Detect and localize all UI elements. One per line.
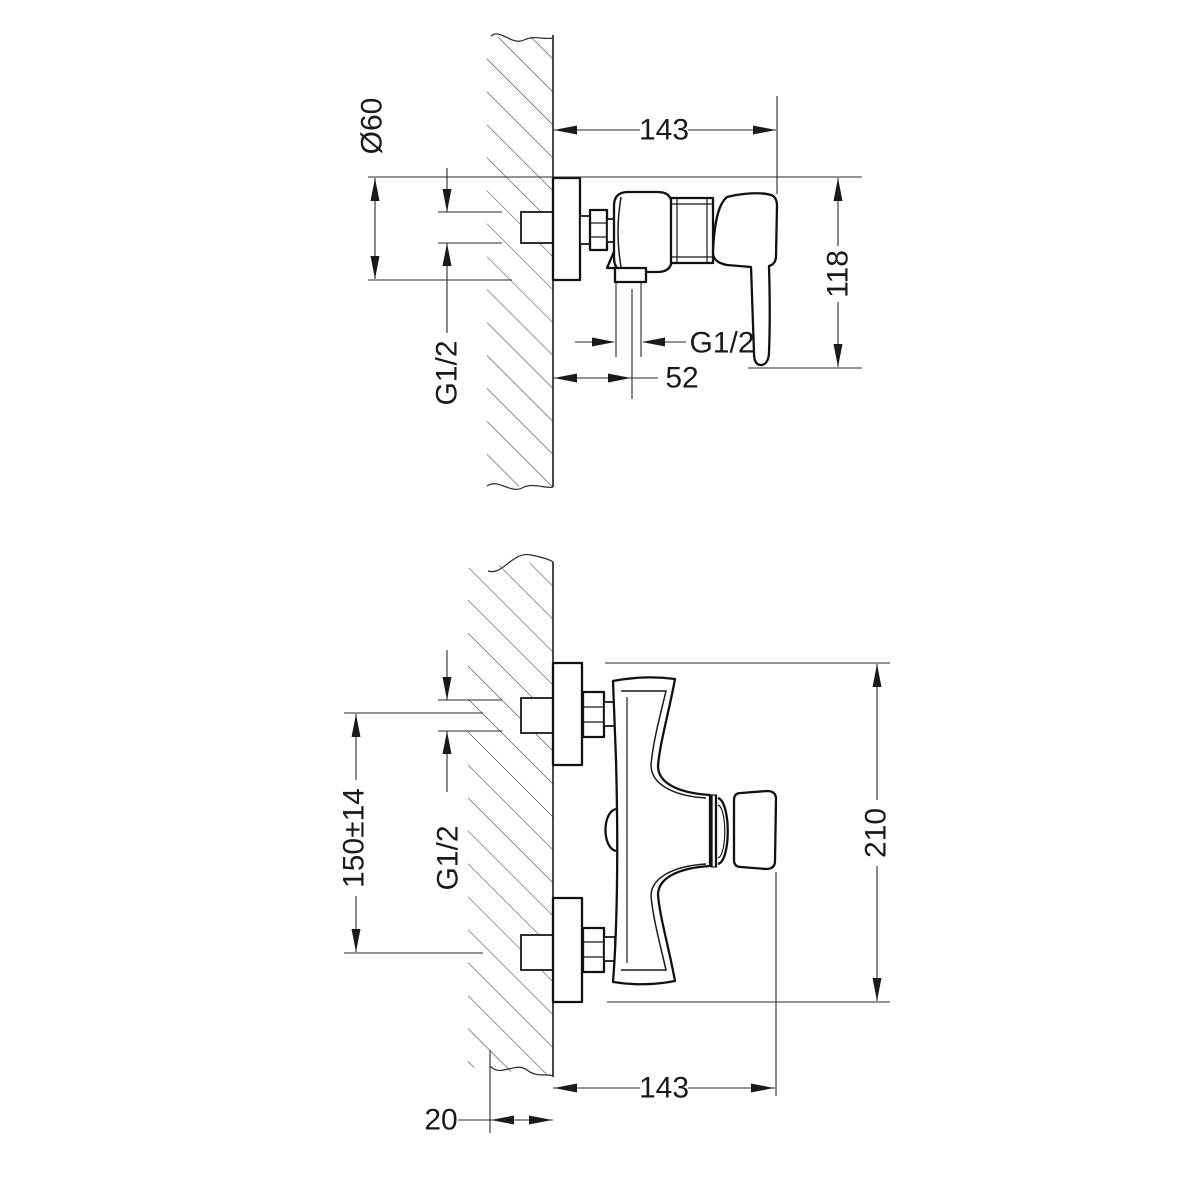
label-overall-height: 210 bbox=[860, 808, 893, 858]
union-nut-bottom bbox=[581, 926, 606, 974]
dim-inlet-thread: G1/2 bbox=[432, 650, 465, 891]
lever-handle bbox=[711, 192, 779, 367]
body-inner-lower bbox=[621, 863, 707, 971]
wall-break-top bbox=[490, 33, 554, 42]
escutcheon-flange-bottom bbox=[551, 896, 584, 1004]
body-face-line bbox=[617, 196, 622, 268]
body-inner-upper bbox=[621, 690, 707, 799]
dim-outlet-offset: 52 bbox=[553, 289, 699, 399]
escutcheon-flange-top bbox=[551, 661, 584, 767]
label-projection: 143 bbox=[639, 114, 689, 147]
label-outlet-thread: G1/2 bbox=[689, 327, 754, 360]
wall-section-front bbox=[468, 554, 554, 1077]
dim-escutcheon-diameter: Ø60 bbox=[356, 98, 389, 279]
label-inlet-spacing: 150±14 bbox=[338, 788, 371, 888]
label-body-height: 118 bbox=[822, 250, 855, 298]
dim-wall-thickness: 20 bbox=[424, 1050, 553, 1137]
side-view: Ø60 G1/2 143 bbox=[356, 33, 862, 490]
escutcheon-flange bbox=[551, 176, 582, 282]
label-projection-front: 143 bbox=[639, 1072, 689, 1105]
dim-overall-height: 210 bbox=[860, 664, 893, 1001]
wall-break-top-front bbox=[487, 554, 554, 573]
label-inlet-thread: G1/2 bbox=[432, 825, 465, 890]
handle-grip bbox=[732, 789, 778, 871]
label-outlet-offset: 52 bbox=[665, 362, 698, 395]
mixer-body bbox=[612, 190, 674, 274]
collar-bottom bbox=[603, 936, 616, 962]
dim-outlet-thread: G1/2 bbox=[575, 283, 755, 360]
handle-hub-inner bbox=[717, 804, 726, 859]
mixer-side bbox=[551, 176, 779, 367]
cartridge-dome bbox=[604, 807, 617, 853]
supply-pipe-stub bbox=[520, 211, 554, 244]
cartridge-thread bbox=[669, 196, 715, 265]
handle-hub-outer bbox=[717, 796, 729, 866]
label-wall-thickness: 20 bbox=[424, 1104, 457, 1137]
supply-pipe-stub-bottom bbox=[520, 934, 554, 971]
side-view-dimensions: Ø60 G1/2 143 bbox=[356, 96, 862, 406]
dim-wall-thread: G1/2 bbox=[431, 168, 464, 406]
mixer-front bbox=[551, 661, 778, 1004]
front-view: 150±14 G1/2 210 bbox=[338, 554, 893, 1137]
dim-projection-width: 143 bbox=[553, 96, 778, 194]
front-view-dimensions: 150±14 G1/2 210 bbox=[338, 650, 893, 1137]
dim-body-height: 118 bbox=[748, 178, 862, 369]
dim-projection-front: 143 bbox=[553, 872, 777, 1105]
wall-break-bottom-front bbox=[489, 1065, 554, 1077]
union-nut-top bbox=[581, 690, 606, 739]
handle-front bbox=[710, 789, 778, 871]
mixer-body-front bbox=[611, 676, 712, 986]
shower-outlet bbox=[613, 266, 648, 284]
supply-pipe-stub-top bbox=[520, 697, 554, 734]
label-wall-thread: G1/2 bbox=[431, 340, 464, 405]
wall-hatching bbox=[487, 37, 553, 488]
wall-hatching-front bbox=[468, 561, 553, 1076]
union-collar bbox=[579, 215, 591, 245]
label-escutcheon-diameter: Ø60 bbox=[356, 98, 389, 155]
union-nut bbox=[588, 208, 609, 252]
wall-break-bottom bbox=[486, 483, 554, 490]
dim-inlet-spacing: 150±14 bbox=[338, 714, 371, 952]
wall-section bbox=[486, 33, 554, 490]
